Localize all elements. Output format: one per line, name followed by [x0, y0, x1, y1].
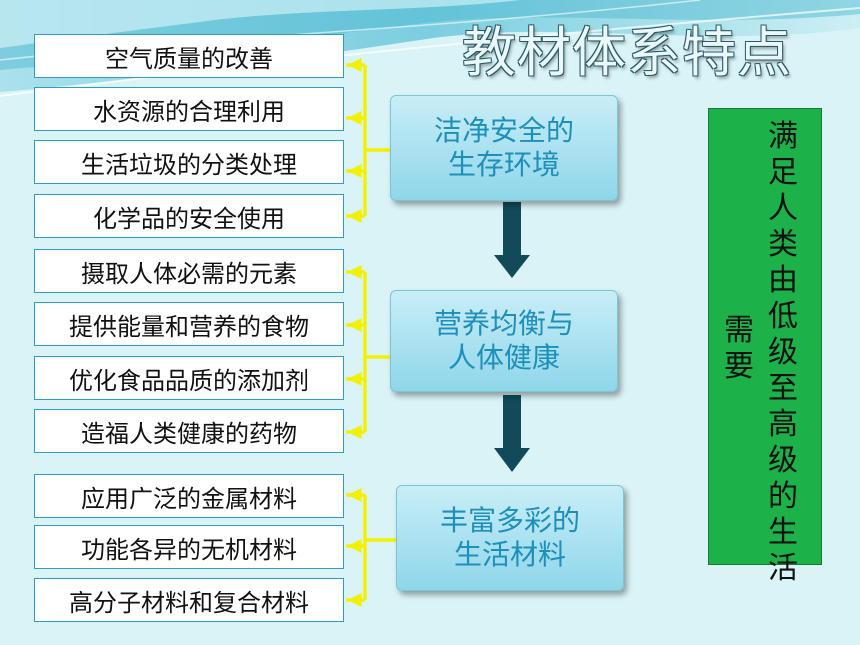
leaf-item-1-4: 化学品的安全使用 [34, 194, 344, 238]
leaf-item-2-4: 造福人类健康的药物 [34, 409, 344, 453]
leaf-item-1-3: 生活垃圾的分类处理 [34, 140, 344, 184]
category-1-line-1: 洁净安全的 [433, 114, 574, 147]
summary-column-1: 满足人类由低级至高级的生活 [768, 119, 798, 586]
category-box-3: 丰富多彩的 生活材料 [396, 485, 624, 591]
bracket-group-3 [346, 488, 396, 607]
down-arrow-1 [494, 202, 530, 278]
summary-box: 满足人类由低级至高级的生活 需要 [708, 108, 822, 586]
category-2-line-2: 人体健康 [447, 341, 560, 374]
leaf-item-3-3: 高分子材料和复合材料 [34, 578, 344, 622]
category-3-line-2: 生活材料 [453, 538, 566, 571]
category-3-line-1: 丰富多彩的 [439, 504, 580, 537]
summary-column-2: 需要 [724, 313, 754, 384]
leaf-item-3-2: 功能各异的无机材料 [34, 525, 344, 569]
down-arrow-2 [494, 395, 530, 472]
leaf-item-1-2: 水资源的合理利用 [34, 87, 344, 131]
category-box-2: 营养均衡与 人体健康 [390, 290, 618, 392]
category-2-line-1: 营养均衡与 [433, 307, 574, 340]
category-1-line-2: 生存环境 [447, 148, 560, 181]
leaf-item-2-2: 提供能量和营养的食物 [34, 302, 344, 346]
bracket-group-1 [346, 58, 390, 223]
leaf-item-2-3: 优化食品品质的添加剂 [34, 356, 344, 400]
page-title: 教材体系特点 [462, 21, 792, 84]
leaf-item-3-1: 应用广泛的金属材料 [34, 474, 344, 518]
leaf-item-1-1: 空气质量的改善 [34, 34, 344, 78]
leaf-item-2-1: 摄取人体必需的元素 [34, 249, 344, 293]
category-box-1: 洁净安全的 生存环境 [390, 95, 618, 201]
bracket-group-2 [346, 265, 390, 439]
